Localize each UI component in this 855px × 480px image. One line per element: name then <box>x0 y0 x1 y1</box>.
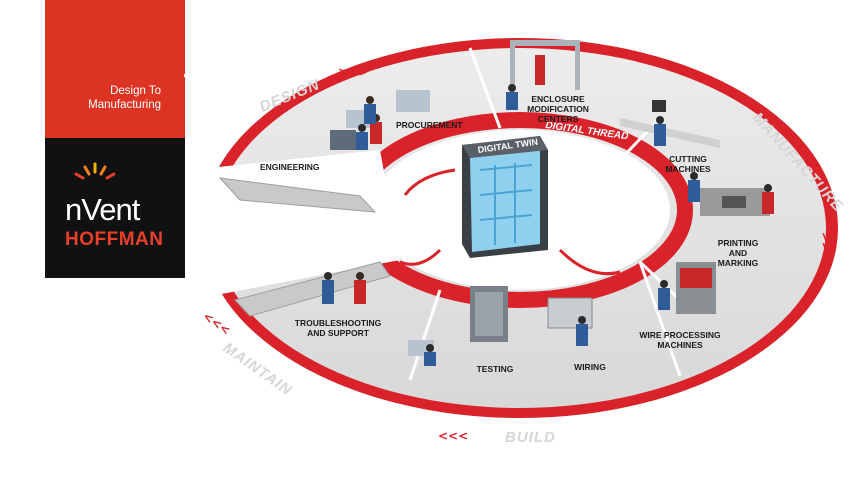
build-chevrons-icon: <<< <box>438 429 468 443</box>
station-figures <box>322 40 774 366</box>
brand-panel-top: Design To Manufacturing <box>45 0 206 138</box>
tagline-line-2: Manufacturing <box>88 99 161 111</box>
label-procurement: PROCUREMENT <box>396 120 463 130</box>
lifecycle-diagram: DIGITAL THREAD DIGITAL TWIN DESIGN >>> M… <box>190 38 847 446</box>
tagline-line-1: Design To <box>110 85 161 97</box>
label-enclosure-3: CENTERS <box>538 114 579 124</box>
label-wire-1: WIRE PROCESSING <box>639 330 721 340</box>
label-wiring: WIRING <box>574 362 606 372</box>
label-enclosure-1: ENCLOSURE <box>531 94 585 104</box>
label-troubleshooting-2: AND SUPPORT <box>307 328 370 338</box>
manufacture-chevrons-icon: >>> <box>819 232 833 262</box>
tagline: Design To Manufacturing <box>51 84 161 112</box>
label-testing: TESTING <box>477 364 514 374</box>
label-printing-2: AND <box>729 248 747 258</box>
label-printing-3: MARKING <box>718 258 759 268</box>
label-printing-1: PRINTING <box>718 238 759 248</box>
sunburst-icon <box>74 162 116 180</box>
brand-divider <box>184 74 206 77</box>
maintain-chevrons-icon: <<< <box>200 309 233 338</box>
digital-twin-cabinet <box>462 136 548 258</box>
label-cutting-1: CUTTING <box>669 154 707 164</box>
stage-build: BUILD <box>505 429 556 446</box>
label-cutting-2: MACHINES <box>665 164 711 174</box>
label-troubleshooting-1: TROUBLESHOOTING <box>295 318 382 328</box>
brand-logo-panel: nVent HOFFMAN <box>45 138 185 278</box>
label-wire-2: MACHINES <box>657 340 703 350</box>
design-platform <box>218 177 377 213</box>
logo-wordmark: nVent <box>65 192 140 227</box>
label-engineering: ENGINEERING <box>260 162 320 172</box>
logo-subbrand: HOFFMAN <box>65 229 164 250</box>
design-chevrons-icon: >>> <box>338 65 368 79</box>
label-enclosure-2: MODIFICATION <box>527 104 589 114</box>
